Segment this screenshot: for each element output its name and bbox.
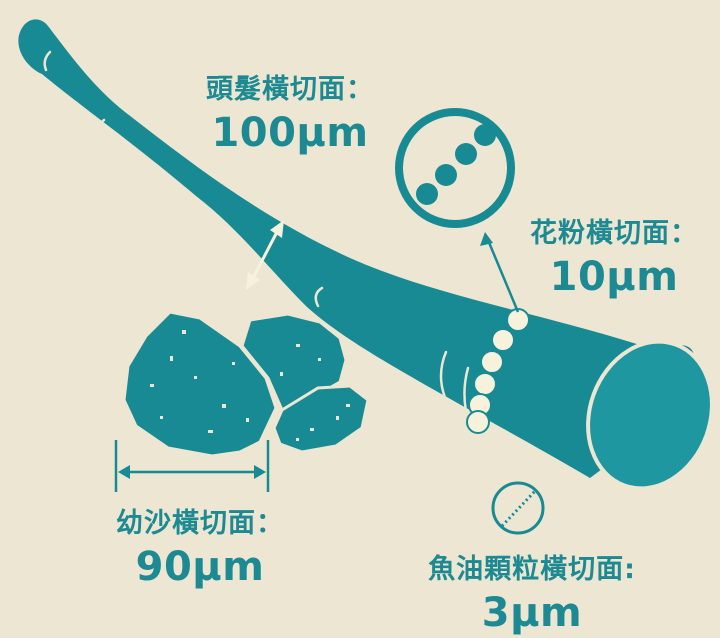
fish-oil-label-value: 3μm bbox=[481, 590, 583, 636]
sand-grain-large bbox=[122, 310, 278, 458]
fish-oil-label-title: 魚油顆粒橫切面: bbox=[428, 554, 636, 585]
sand-label: 幼沙橫切面： 90μm bbox=[94, 510, 306, 587]
sand-grains bbox=[122, 310, 370, 458]
pollen-pointer-arrow bbox=[480, 232, 520, 313]
fish-oil-zoom-circle bbox=[491, 481, 545, 535]
hair-label-title: 頭髮橫切面： bbox=[206, 74, 374, 105]
hair-cross-section bbox=[586, 339, 714, 491]
sand-grain-small bbox=[272, 384, 370, 454]
hair-strand bbox=[18, 19, 695, 478]
sand-grain-upper bbox=[240, 312, 348, 412]
pollen-zoom-circle bbox=[395, 108, 515, 228]
sand-width-measure bbox=[114, 440, 270, 492]
sand-label-title: 幼沙橫切面： bbox=[116, 508, 284, 539]
pollen-grains bbox=[466, 308, 530, 434]
pollen-label-title: 花粉橫切面： bbox=[530, 218, 698, 249]
pollen-label-value: 10μm bbox=[549, 254, 679, 300]
sand-label-value: 90μm bbox=[135, 544, 265, 590]
fish-oil-label: 魚油顆粒橫切面: 3μm bbox=[392, 556, 672, 633]
hair-cuticle-marks bbox=[43, 50, 472, 430]
hair-label: 頭髮橫切面： 100μm bbox=[180, 76, 400, 153]
pollen-label: 花粉橫切面： 10μm bbox=[508, 220, 720, 297]
hair-thickness-arrow bbox=[246, 220, 284, 290]
hair-label-value: 100μm bbox=[211, 110, 369, 156]
sand-speckles bbox=[150, 330, 350, 441]
